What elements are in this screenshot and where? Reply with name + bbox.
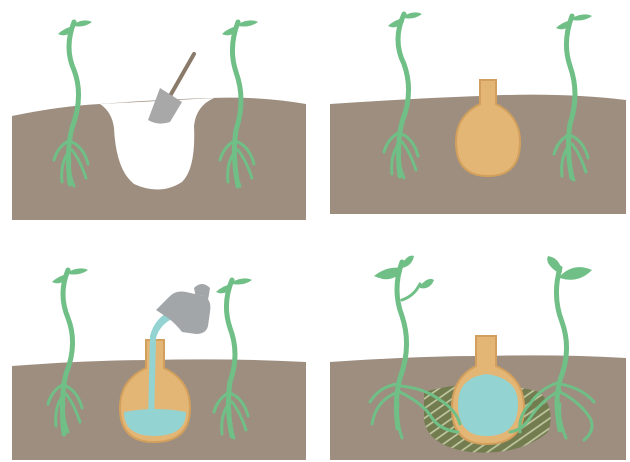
clay-pot (456, 80, 520, 176)
panel-1-dig-hole (12, 20, 306, 220)
water-in-pot (458, 374, 518, 436)
panel-4-roots-draw-water (330, 256, 626, 460)
panel-2-place-pot (330, 12, 626, 214)
clay-pot (452, 336, 524, 444)
watering-can-icon (156, 284, 210, 334)
panel-3-fill-water (12, 268, 306, 460)
